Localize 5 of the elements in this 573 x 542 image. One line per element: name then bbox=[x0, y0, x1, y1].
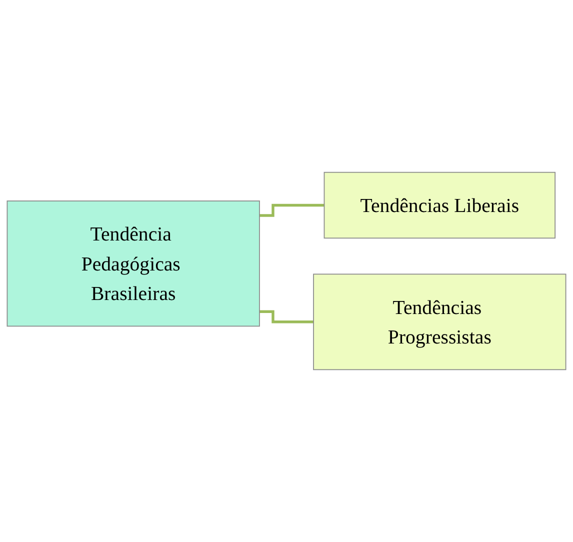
connector bbox=[259, 310, 314, 324]
node-box: Tendências Liberais bbox=[324, 172, 556, 239]
node-box: Tendência Pedagógicas Brasileiras bbox=[6, 200, 260, 327]
node-box: Tendências Progressistas bbox=[313, 274, 566, 370]
connector bbox=[259, 204, 324, 217]
